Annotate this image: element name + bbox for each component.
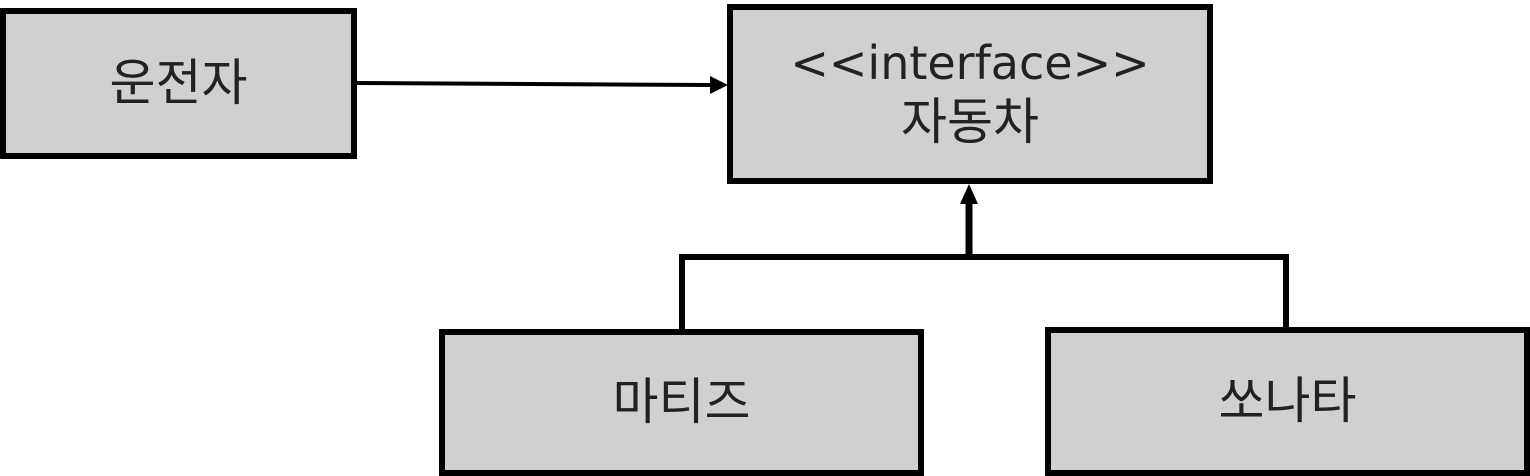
class-name-matiz: 마티즈 (612, 373, 751, 431)
class-box-sonata: 쏘나타 (1045, 327, 1530, 476)
association-line (356, 81, 713, 87)
class-box-matiz: 마티즈 (439, 329, 924, 476)
interface-name-car: 자동차 (901, 92, 1039, 151)
class-name-sonata: 쏘나타 (1218, 372, 1357, 430)
interface-box-car: <<interface>> 자동차 (727, 4, 1213, 184)
class-box-driver: 운전자 (0, 8, 357, 159)
realization-arrowhead (960, 184, 978, 204)
class-name-driver: 운전자 (109, 54, 248, 112)
interface-stereotype: <<interface>> (790, 36, 1150, 91)
realization-branch-line (679, 254, 1289, 329)
association-arrowhead (710, 76, 728, 94)
